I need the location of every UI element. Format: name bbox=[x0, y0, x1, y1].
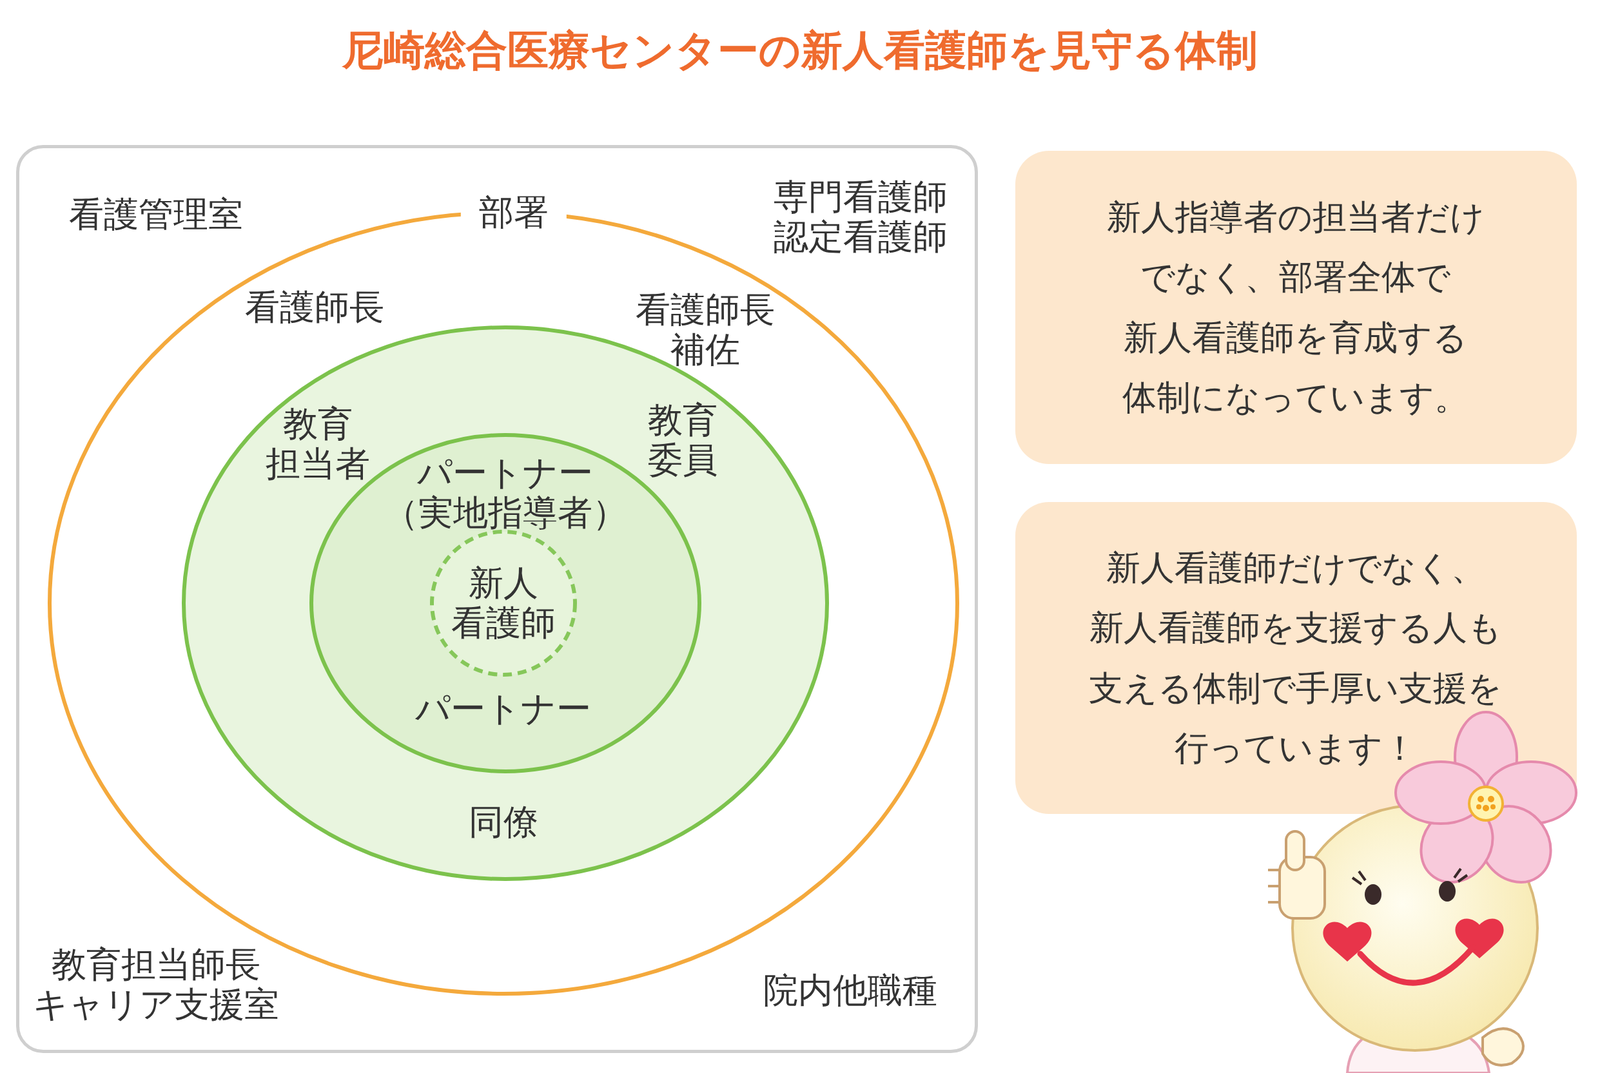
region-label: 部署 bbox=[460, 192, 567, 233]
region-label: 教育 委員 bbox=[623, 400, 742, 481]
ellipse-shape bbox=[311, 435, 700, 772]
region-label: 教育 担当者 bbox=[258, 404, 378, 485]
region-label: 教育担当師長 キャリア支援室 bbox=[23, 945, 289, 1025]
frame-box: 看護管理室 専門看護師 認定看護師教育担当師長 キャリア支援室 院内他職種 部署看護師… bbox=[16, 145, 978, 1054]
circle-region: 教育 担当者 教育 委員同僚 パートナー （実地指導者） パートナー 新人 看護師 bbox=[183, 327, 828, 880]
circle-region: パートナー （実地指導者） パートナー 新人 看護師 bbox=[311, 435, 700, 772]
region-label: 看護師長 bbox=[234, 287, 395, 328]
note-box: 新人看護師だけでなく、 新人看護師を支援する人も 支える体制で手厚い支援を 行っ… bbox=[1015, 502, 1577, 815]
ellipse-shape bbox=[183, 327, 828, 880]
region-label: パートナー （実地指導者） bbox=[373, 453, 638, 534]
note-box: 新人指導者の担当者だけ でなく、部署全体で 新人看護師を育成する 体制になってい… bbox=[1015, 150, 1577, 465]
diagram-title: 尼崎総合医療センターの新人看護師を見守る体制 bbox=[0, 22, 1600, 79]
region-label: 看護管理室 bbox=[51, 194, 261, 235]
circle-region: 部署看護師長看護師長 補佐教育 担当者教育 委員同僚パートナー （実地指導者）パ… bbox=[49, 212, 958, 995]
region-label: 専門看護師 認定看護師 bbox=[763, 177, 958, 258]
circle-region: 新人 看護師 bbox=[431, 531, 576, 675]
region-label: 同僚 bbox=[458, 802, 549, 843]
region-label: 看護師長 補佐 bbox=[625, 290, 786, 371]
ellipse-shape bbox=[49, 212, 958, 995]
note-text: 新人指導者の担当者だけ でなく、部署全体で 新人看護師を育成する 体制になってい… bbox=[1093, 186, 1497, 428]
region-label: パートナー bbox=[406, 689, 601, 730]
ellipse-shape bbox=[431, 531, 576, 675]
region-label: 院内他職種 bbox=[745, 970, 955, 1011]
region-label: 新人 看護師 bbox=[444, 563, 563, 644]
note-text: 新人看護師だけでなく、 新人看護師を支援する人も 支える体制で手厚い支援を 行っ… bbox=[1077, 537, 1515, 779]
